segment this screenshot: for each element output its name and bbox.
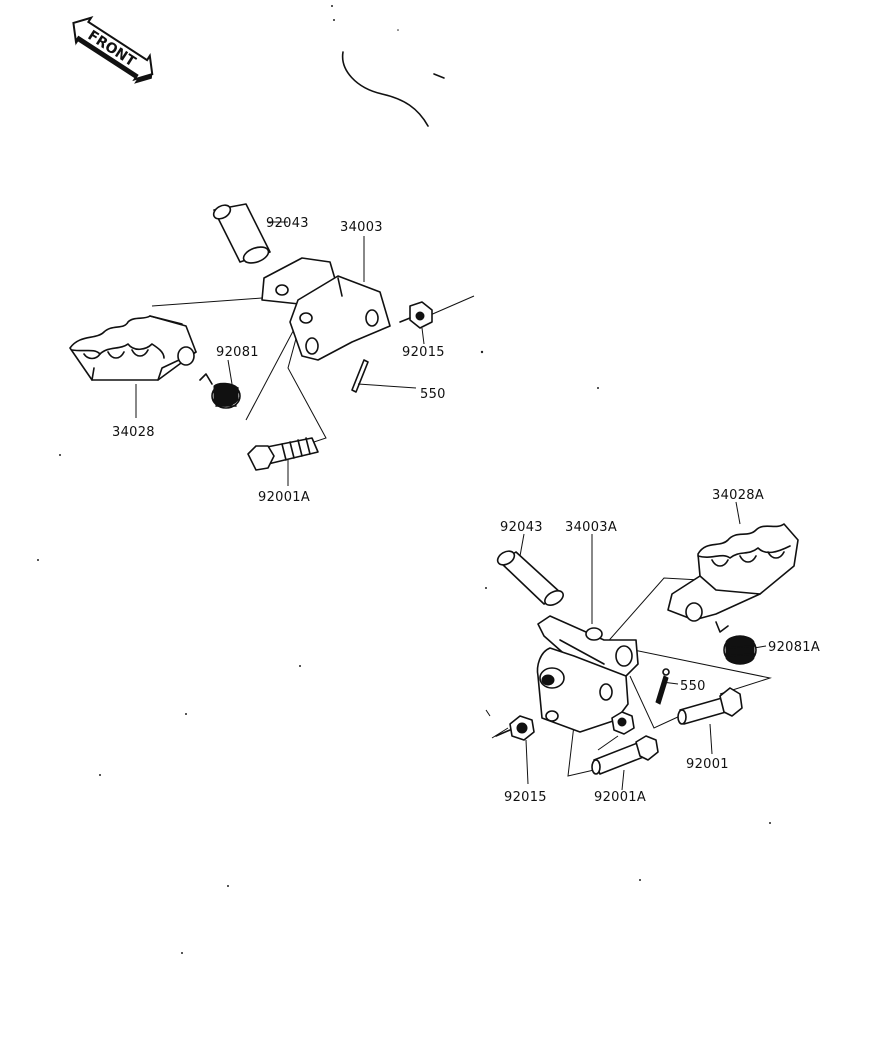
left-assembly: 92043 34003 92015 92081 550 34028 92001A — [69, 203, 475, 505]
right-nut-part — [495, 715, 535, 741]
right-label-92001A: 92001A — [594, 790, 646, 805]
right-label-92043: 92043 — [500, 520, 543, 535]
pivot-pin-part — [212, 203, 271, 264]
left-label-92043: 92043 — [266, 216, 309, 231]
left-label-92001A: 92001A — [258, 490, 310, 505]
right-label-92001: 92001 — [686, 757, 729, 772]
right-bolt-a-part — [591, 735, 659, 775]
front-arrow-icon: FRONT — [72, 16, 154, 84]
spring-part — [199, 373, 241, 409]
bracket-part — [261, 257, 391, 361]
left-label-92081: 92081 — [216, 345, 259, 360]
left-label-550: 550 — [420, 387, 446, 402]
right-label-34028A: 34028A — [712, 488, 764, 503]
left-label-34003: 34003 — [340, 220, 383, 235]
right-leader-lines — [485, 501, 772, 791]
right-bolt-part — [677, 687, 743, 725]
right-label-92015: 92015 — [504, 790, 547, 805]
right-label-34003A: 34003A — [565, 520, 617, 535]
bolt-part — [247, 437, 319, 471]
left-label-34028: 34028 — [112, 425, 155, 440]
right-spring-part — [715, 621, 757, 665]
right-cotter-pin-part — [655, 668, 670, 705]
right-bracket-part — [536, 615, 639, 733]
right-label-550: 550 — [680, 679, 706, 694]
right-assembly: 34028A 92043 34003A 92081A 550 92001 920… — [485, 488, 820, 805]
right-pin-part — [496, 550, 564, 607]
nut-part — [399, 301, 433, 329]
right-label-92081A: 92081A — [768, 640, 820, 655]
cotter-pin-part — [351, 359, 369, 393]
right-nut-inner-part — [611, 711, 635, 735]
right-footpeg-part — [667, 523, 799, 622]
scan-artifacts — [37, 5, 771, 954]
footpeg-part — [69, 315, 197, 381]
left-label-92015: 92015 — [402, 345, 445, 360]
